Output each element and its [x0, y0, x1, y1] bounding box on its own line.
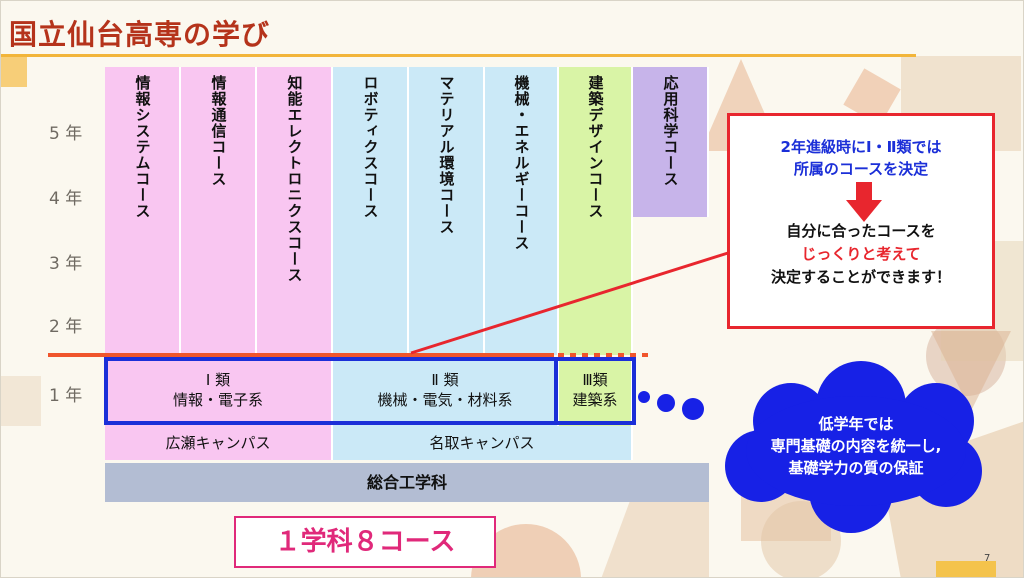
- course-label: ロボティクスコース: [361, 75, 380, 219]
- course-label: 情報システムコース: [133, 75, 152, 219]
- year-label-2: 2 年: [49, 317, 83, 337]
- first-year-group-1: Ⅰ 類 情報・電子系: [105, 357, 333, 426]
- group-name: Ⅱ 類: [431, 371, 459, 389]
- first-year-group-2: Ⅱ 類 機械・電気・材料系: [333, 357, 559, 426]
- year-label-5: 5 年: [49, 124, 83, 144]
- course-decision-callout: 2年進級時にⅠ・Ⅱ類では 所属のコースを決定 自分に合ったコースを じっくりと考…: [727, 113, 995, 329]
- bubble-line-2: 専門基礎の内容を統一し,: [770, 437, 942, 455]
- year-label-1: 1 年: [49, 386, 83, 406]
- course-count-badge: １学科８コース: [234, 516, 496, 568]
- group-field: 機械・電気・材料系: [377, 391, 513, 409]
- title-underline: [1, 54, 916, 57]
- first-year-frame: [104, 357, 636, 425]
- course-label: マテリアル環境コース: [437, 75, 456, 235]
- callout-line-5: 決定することができます！: [770, 268, 951, 286]
- campus-hirose: 広瀬キャンパス: [105, 426, 333, 460]
- page-title: 国立仙台高専の学び: [9, 18, 271, 51]
- campus-natori: 名取キャンパス: [333, 426, 633, 460]
- year-label-3: 3 年: [49, 254, 83, 274]
- course-column: 建築デザインコース: [559, 67, 633, 355]
- course-label: 知能エレクトロニクスコース: [285, 75, 304, 283]
- year-label-4: 4 年: [49, 189, 83, 209]
- course-column: 機械・エネルギーコース: [485, 67, 559, 355]
- course-label: 建築デザインコース: [586, 75, 605, 219]
- group-name: Ⅲ類: [582, 371, 608, 389]
- department-bar: 総合工学科: [105, 463, 709, 502]
- course-label: 情報通信コース: [209, 75, 228, 187]
- down-arrow-icon: [846, 182, 882, 222]
- group-field: 情報・電子系: [172, 391, 263, 409]
- course-column: 情報通信コース: [181, 67, 257, 355]
- course-column: 情報システムコース: [105, 67, 181, 355]
- group-field: 建築系: [572, 391, 618, 409]
- course-column: ロボティクスコース: [333, 67, 409, 355]
- first-year-group-3: Ⅲ類 建築系: [559, 357, 633, 426]
- page-number: 7: [984, 553, 991, 564]
- course-label: 応用科学コース: [661, 75, 680, 187]
- group-name: Ⅰ 類: [205, 371, 231, 389]
- course-column: マテリアル環境コース: [409, 67, 485, 355]
- course-column: 応用科学コース: [633, 67, 709, 217]
- callout-line-1: 2年進級時にⅠ・Ⅱ類では: [780, 138, 942, 156]
- bubble-line-3: 基礎学力の質の保証: [788, 459, 924, 477]
- callout-line-4: じっくりと考えて: [801, 245, 921, 263]
- course-column: 知能エレクトロニクスコース: [257, 67, 333, 355]
- frame-divider: [554, 359, 558, 423]
- callout-line-2: 所属のコースを決定: [793, 160, 929, 178]
- callout-line-3: 自分に合ったコースを: [786, 222, 936, 240]
- course-label: 機械・エネルギーコース: [512, 75, 531, 251]
- bubble-line-1: 低学年では: [818, 415, 894, 433]
